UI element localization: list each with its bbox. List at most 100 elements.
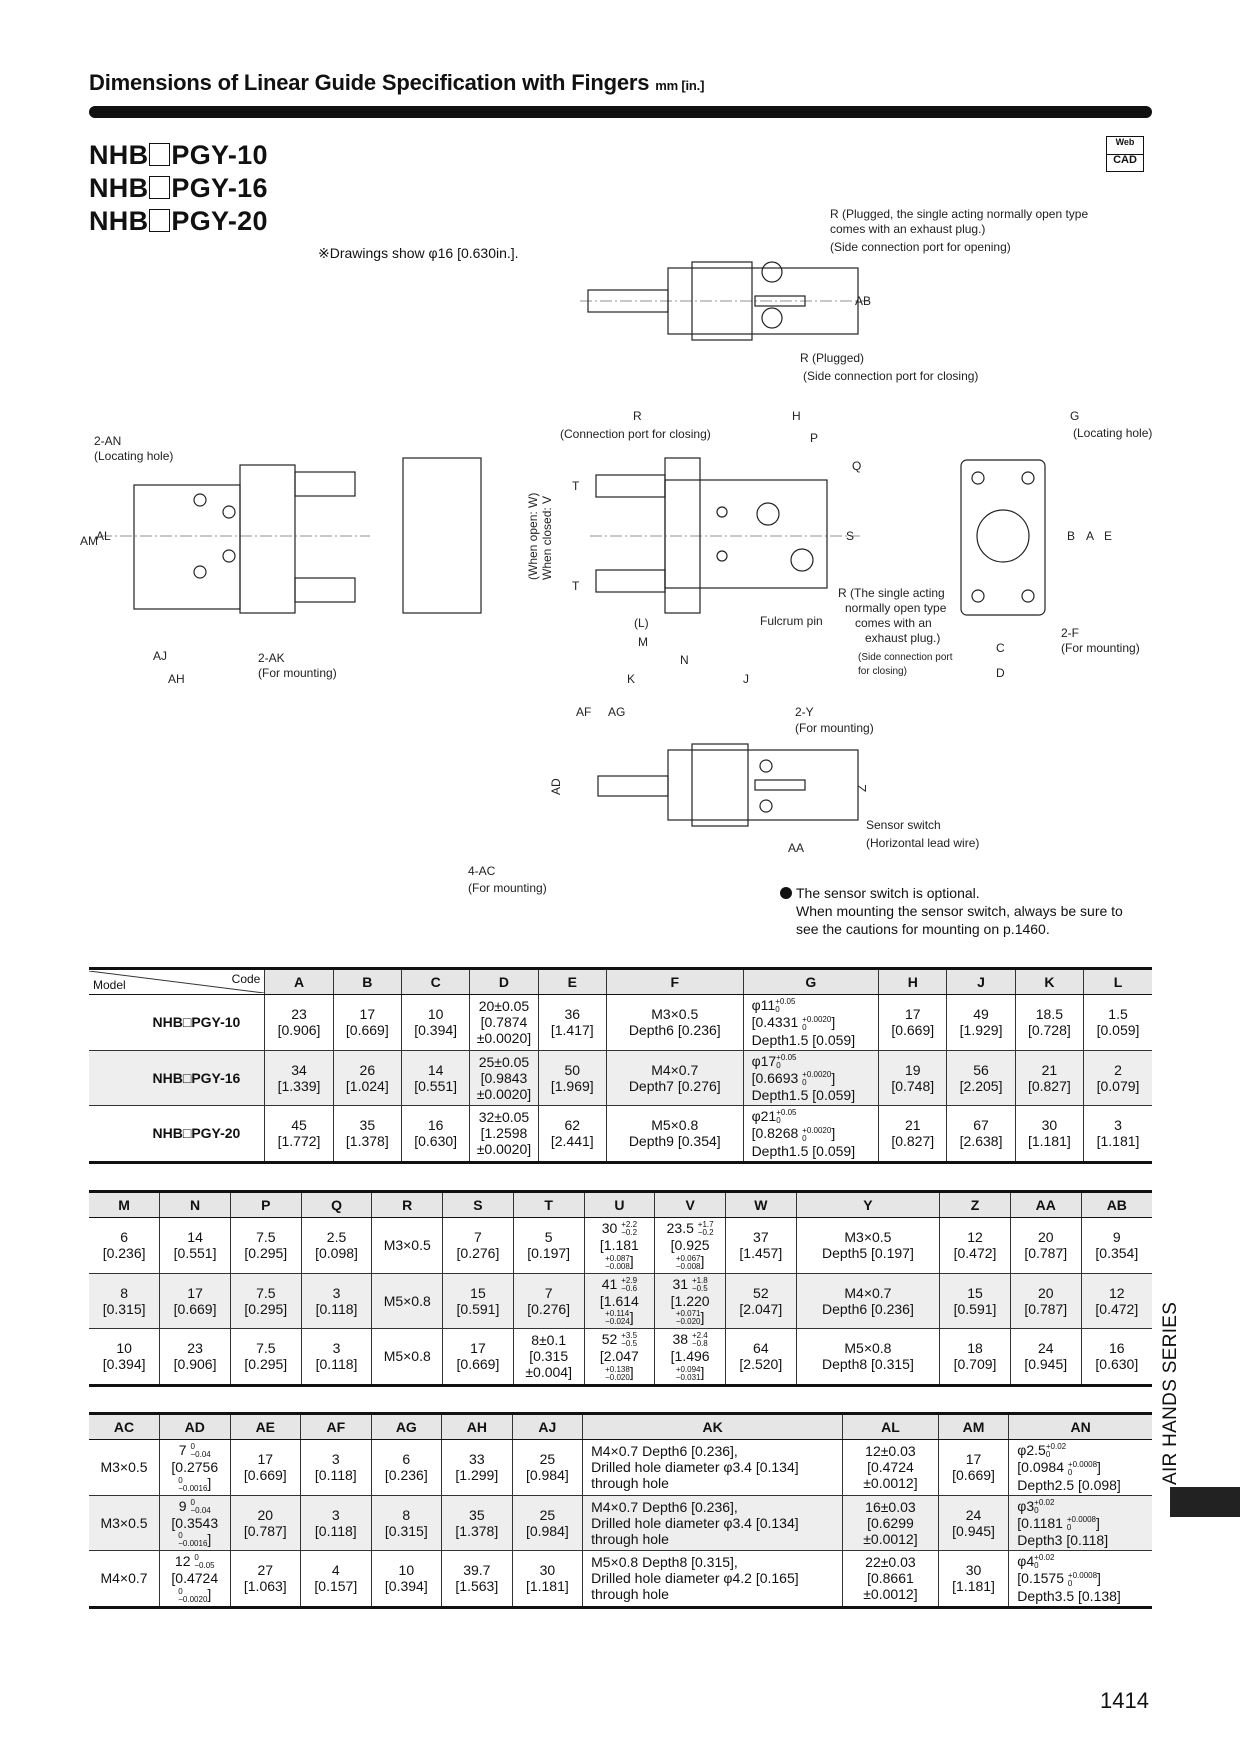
bracket-close: ]: [831, 1125, 836, 1142]
label: comes with an exhaust plug.): [830, 222, 985, 236]
cell-line: 16: [1109, 1340, 1125, 1357]
table-cell: 18[0.709]: [939, 1328, 1011, 1386]
cell-line: 3: [331, 1506, 340, 1523]
cell-line: 30: [965, 1562, 982, 1579]
bracket-close: ]: [629, 1308, 634, 1325]
tolerance-lower: −0.008: [605, 1261, 630, 1271]
cell-line: [0.591]: [456, 1300, 500, 1317]
cell-line: 3: [1114, 1117, 1122, 1134]
tolerance-lower: 0: [775, 1005, 780, 1015]
cell-line: 25: [539, 1506, 556, 1523]
table-cell: 62[2.441]: [537, 1105, 607, 1163]
cell-line: [0.394]: [414, 1022, 458, 1039]
model-cell: NHB□PGY-10: [89, 994, 265, 1051]
table-cell: 3[0.118]: [300, 1272, 372, 1329]
value-base: φ21: [751, 1108, 777, 1125]
model-cell: NHB□PGY-16: [89, 1049, 265, 1106]
cell-line: M5×0.8: [383, 1348, 431, 1365]
cell-line: [0.295]: [244, 1245, 288, 1262]
cell-line: Depth1.5 [0.059]: [751, 1087, 856, 1104]
tolerance-upper: 0: [178, 1586, 183, 1596]
technical-drawings: R (Plugged, the single acting normally o…: [80, 207, 1152, 895]
label: R (Plugged): [800, 351, 864, 365]
table-cell: 16±0.03[0.6299±0.0012]: [842, 1494, 939, 1551]
cell-line: [0.295]: [244, 1300, 288, 1317]
cell-line: 16: [427, 1117, 444, 1134]
text: Code: [231, 972, 261, 986]
label: B: [1067, 529, 1075, 543]
column-header: C: [400, 968, 470, 995]
tolerance-upper: +0.0020: [802, 1125, 832, 1135]
cell-line: [2.441]: [550, 1133, 594, 1150]
table-cell: 21[0.827]: [878, 1105, 947, 1163]
table-cell: 26[1.024]: [332, 1049, 402, 1106]
table-cell: 33[1.299]: [441, 1439, 513, 1496]
bracket-close: ]: [700, 1253, 705, 1270]
cell-line: ±0.0020]: [476, 1085, 532, 1102]
cell-line: [2.047: [599, 1348, 639, 1365]
tolerance-lower: 0: [776, 1060, 781, 1070]
cell-line: 32±0.05: [478, 1109, 530, 1126]
table-cell: 23[0.906]: [264, 994, 334, 1051]
tolerance-lower: 0: [1045, 1450, 1051, 1460]
cell-line: [0.630]: [414, 1133, 458, 1150]
cell-line: 10: [427, 1006, 444, 1023]
tolerance-upper: 0: [190, 1497, 195, 1507]
cell-line: 49: [973, 1006, 989, 1023]
label: AL: [96, 529, 111, 543]
cell-line: [0.669]: [345, 1022, 389, 1039]
table-cell: 17[0.669]: [878, 994, 947, 1051]
text: NHB: [89, 140, 149, 170]
cell-line: [1.181]: [952, 1578, 995, 1595]
tolerance-upper: 0: [178, 1475, 183, 1485]
cell-line: [0.748]: [891, 1077, 935, 1094]
table-cell: 15[0.591]: [442, 1272, 514, 1329]
label: 2-AK: [258, 651, 285, 665]
cell-line: 12±0.03: [865, 1443, 916, 1460]
label: (Locating hole): [1073, 426, 1152, 440]
table-row: 8[0.315]17[0.669]7.5[0.295]3[0.118]M5×0.…: [89, 1272, 1152, 1329]
cell-line: 0−0.0016]: [161, 1531, 229, 1548]
label: (Side connection port for closing): [803, 369, 978, 383]
cell-line: 2.5: [326, 1229, 347, 1246]
tolerance-upper: +0.087: [605, 1253, 630, 1263]
cell-line: 17: [359, 1006, 376, 1023]
title-bar: [89, 106, 1152, 118]
cell-line: 52 +3.5−0.5: [586, 1331, 654, 1348]
label: AD: [549, 778, 563, 795]
column-header: AF: [300, 1413, 372, 1440]
cell-line: 0−0.0020]: [161, 1586, 229, 1603]
cell-line: [1.563]: [455, 1578, 499, 1595]
label: (For mounting): [258, 666, 337, 680]
cell-line: [0.315]: [384, 1522, 428, 1539]
cell-line: [0.2756: [171, 1459, 219, 1476]
cell-line: 30: [1041, 1117, 1058, 1134]
tolerance-upper: 0: [178, 1531, 183, 1541]
tolerance-lower: −0.6: [621, 1283, 638, 1293]
cell-line: [1.063]: [243, 1578, 287, 1595]
bottom-view-drawing: [597, 743, 859, 827]
cell-line: Drilled hole diameter φ4.2 [0.165]: [591, 1570, 799, 1587]
table-cell: M5×0.8: [371, 1272, 443, 1329]
page-title: Dimensions of Linear Guide Specification…: [89, 70, 704, 96]
cell-line: [1.969]: [550, 1077, 594, 1094]
table-cell: 8[0.315]: [89, 1272, 160, 1329]
cell-line: ±0.0012]: [863, 1475, 918, 1492]
front-view-drawing: [590, 457, 860, 614]
tolerance-lower: −0.008: [675, 1261, 701, 1271]
cell-line: +0.114−0.024]: [586, 1309, 654, 1326]
cell-line: [0.630]: [1095, 1356, 1139, 1373]
cell-line: 7 0−0.04: [161, 1442, 229, 1459]
value-base: 9: [178, 1497, 191, 1514]
label: AB: [855, 294, 871, 308]
